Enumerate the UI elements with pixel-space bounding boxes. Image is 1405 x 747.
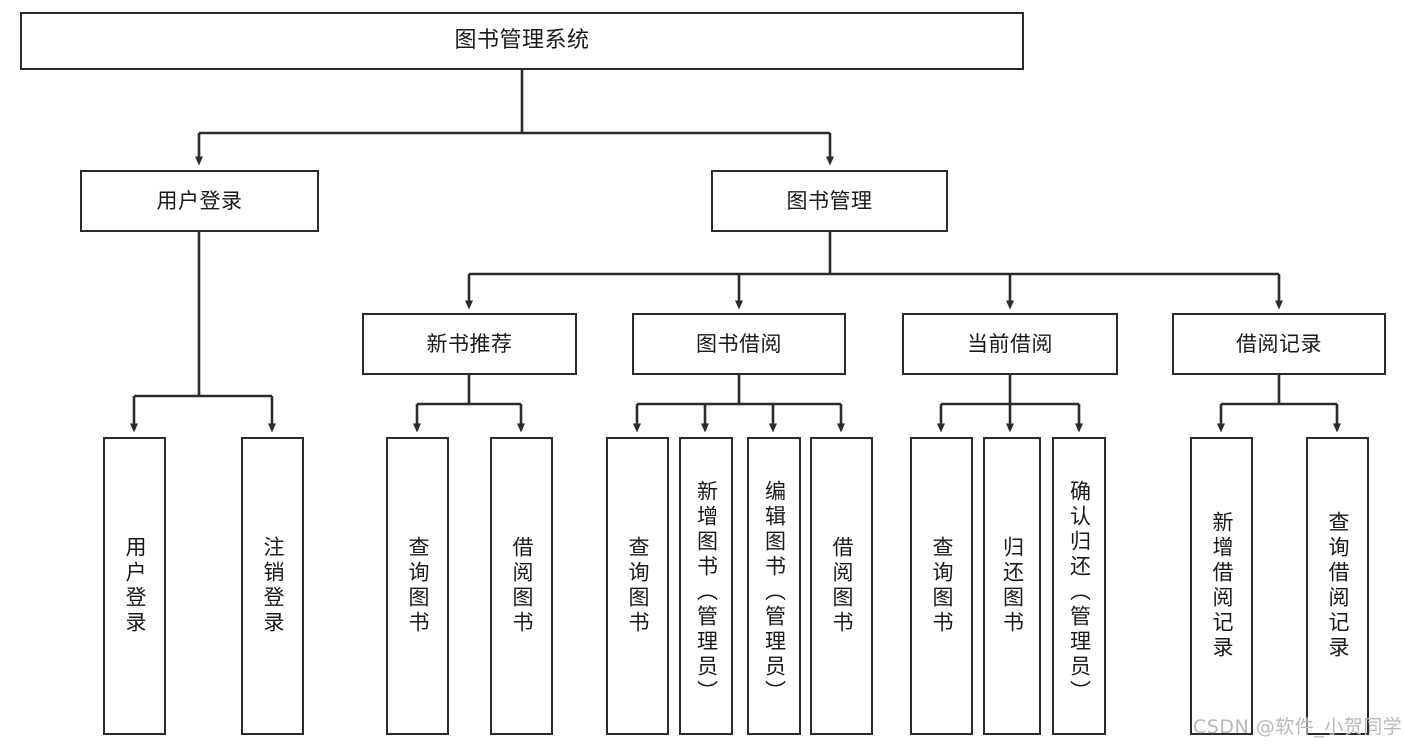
node-leaf-query-book-2[interactable]: 查询图书: [606, 437, 669, 735]
node-leaf-confirm-return[interactable]: 确认归还（管理员）: [1052, 437, 1106, 735]
node-book-management[interactable]: 图书管理: [711, 170, 948, 232]
node-label: 编辑图书（管理员）: [762, 479, 787, 705]
node-label: 确认归还（管理员）: [1067, 479, 1092, 705]
node-label: 当前借阅: [967, 331, 1053, 356]
node-label: 新增借阅记录: [1210, 511, 1234, 661]
node-new-book-recommend[interactable]: 新书推荐: [362, 313, 577, 375]
node-label: 用户登录: [156, 188, 243, 213]
node-label: 新增图书（管理员）: [694, 479, 719, 705]
node-label: 查询图书: [930, 536, 954, 636]
node-leaf-borrow-book-2[interactable]: 借阅图书: [810, 437, 873, 735]
node-leaf-query-book-3[interactable]: 查询图书: [910, 437, 973, 735]
node-label: 借阅记录: [1236, 331, 1322, 356]
node-borrow-record[interactable]: 借阅记录: [1172, 313, 1386, 375]
node-current-borrow[interactable]: 当前借阅: [902, 313, 1118, 375]
node-root-system[interactable]: 图书管理系统: [20, 12, 1024, 70]
node-leaf-return-book[interactable]: 归还图书: [983, 437, 1041, 735]
node-leaf-borrow-book-1[interactable]: 借阅图书: [490, 437, 553, 735]
node-leaf-edit-book[interactable]: 编辑图书（管理员）: [747, 437, 801, 735]
node-label: 注销登录: [261, 536, 285, 636]
node-label: 归还图书: [1000, 536, 1025, 636]
node-label: 查询借阅记录: [1326, 511, 1350, 661]
node-leaf-query-record[interactable]: 查询借阅记录: [1306, 437, 1369, 735]
node-leaf-query-book-1[interactable]: 查询图书: [386, 437, 449, 735]
node-label: 用户登录: [123, 536, 147, 636]
node-leaf-add-record[interactable]: 新增借阅记录: [1190, 437, 1253, 735]
node-leaf-add-book[interactable]: 新增图书（管理员）: [679, 437, 733, 735]
node-label: 借阅图书: [510, 536, 534, 636]
node-label: 图书管理系统: [454, 28, 590, 54]
node-label: 查询图书: [406, 536, 430, 636]
node-label: 查询图书: [626, 536, 650, 636]
node-label: 新书推荐: [426, 331, 513, 356]
node-label: 图书借阅: [696, 331, 782, 356]
node-label: 借阅图书: [830, 536, 854, 636]
csdn-watermark: CSDN @软件_小贺同学: [1193, 716, 1403, 738]
node-user-login[interactable]: 用户登录: [80, 170, 319, 232]
node-book-borrow[interactable]: 图书借阅: [632, 313, 846, 375]
node-label: 图书管理: [786, 188, 873, 213]
node-leaf-user-login[interactable]: 用户登录: [103, 437, 166, 735]
node-leaf-user-logout[interactable]: 注销登录: [241, 437, 304, 735]
